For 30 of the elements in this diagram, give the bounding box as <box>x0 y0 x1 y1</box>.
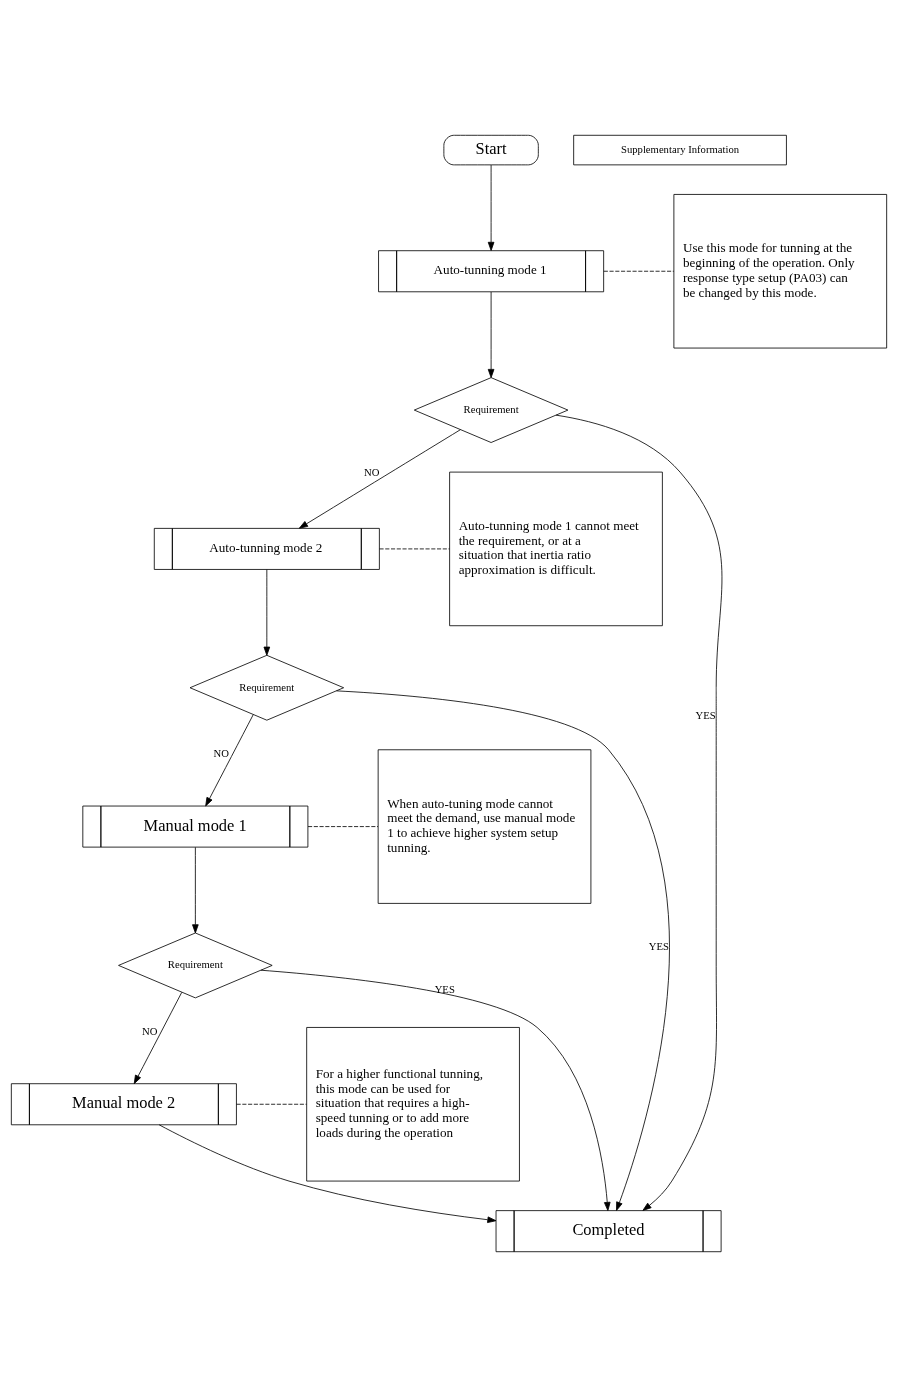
node-box: Use this mode for tunning at the beginning of the operation. Only response type setup (PA03) can be changed by this mode. <box>673 194 888 349</box>
edge-label: NO <box>213 747 229 760</box>
arrow <box>487 291 495 378</box>
node-diamond: Requirement <box>118 932 273 999</box>
arrow <box>263 569 271 656</box>
arrow <box>205 714 254 807</box>
edge-label: YES <box>434 983 455 996</box>
node-box: Auto-tunning mode 1 cannot meet the requirement, or at a situation that inertia ratio approximation is difficult. <box>449 471 663 627</box>
arrow <box>158 1124 497 1223</box>
node-diamond: Requirement <box>189 654 345 721</box>
arrow <box>192 846 199 934</box>
node-box: When auto-tuning mode cannot meet the demand, use manual mode 1 to achieve higher system setup tunning. <box>377 749 592 904</box>
node-box: For a higher functional tunning, this mode can be used for situation that requires a high-speed tunning or to add more loads during the operation <box>306 1027 520 1182</box>
arrow <box>298 429 461 529</box>
connector <box>307 826 379 827</box>
edge-label: NO <box>364 465 380 478</box>
node-diamond: Requirement <box>413 377 569 443</box>
node-box: Supplementary Information <box>573 134 787 166</box>
node-box: Start <box>443 134 539 166</box>
connector <box>603 270 675 272</box>
arrow <box>555 414 723 1211</box>
connector <box>236 1103 307 1105</box>
edge-label: YES <box>648 940 669 953</box>
connector <box>379 548 450 550</box>
arrow <box>133 991 183 1085</box>
arrow <box>336 690 670 1211</box>
arrow <box>260 969 611 1211</box>
arrow <box>487 164 495 251</box>
edge-label: YES <box>695 708 716 721</box>
edge-label: NO <box>142 1025 158 1037</box>
